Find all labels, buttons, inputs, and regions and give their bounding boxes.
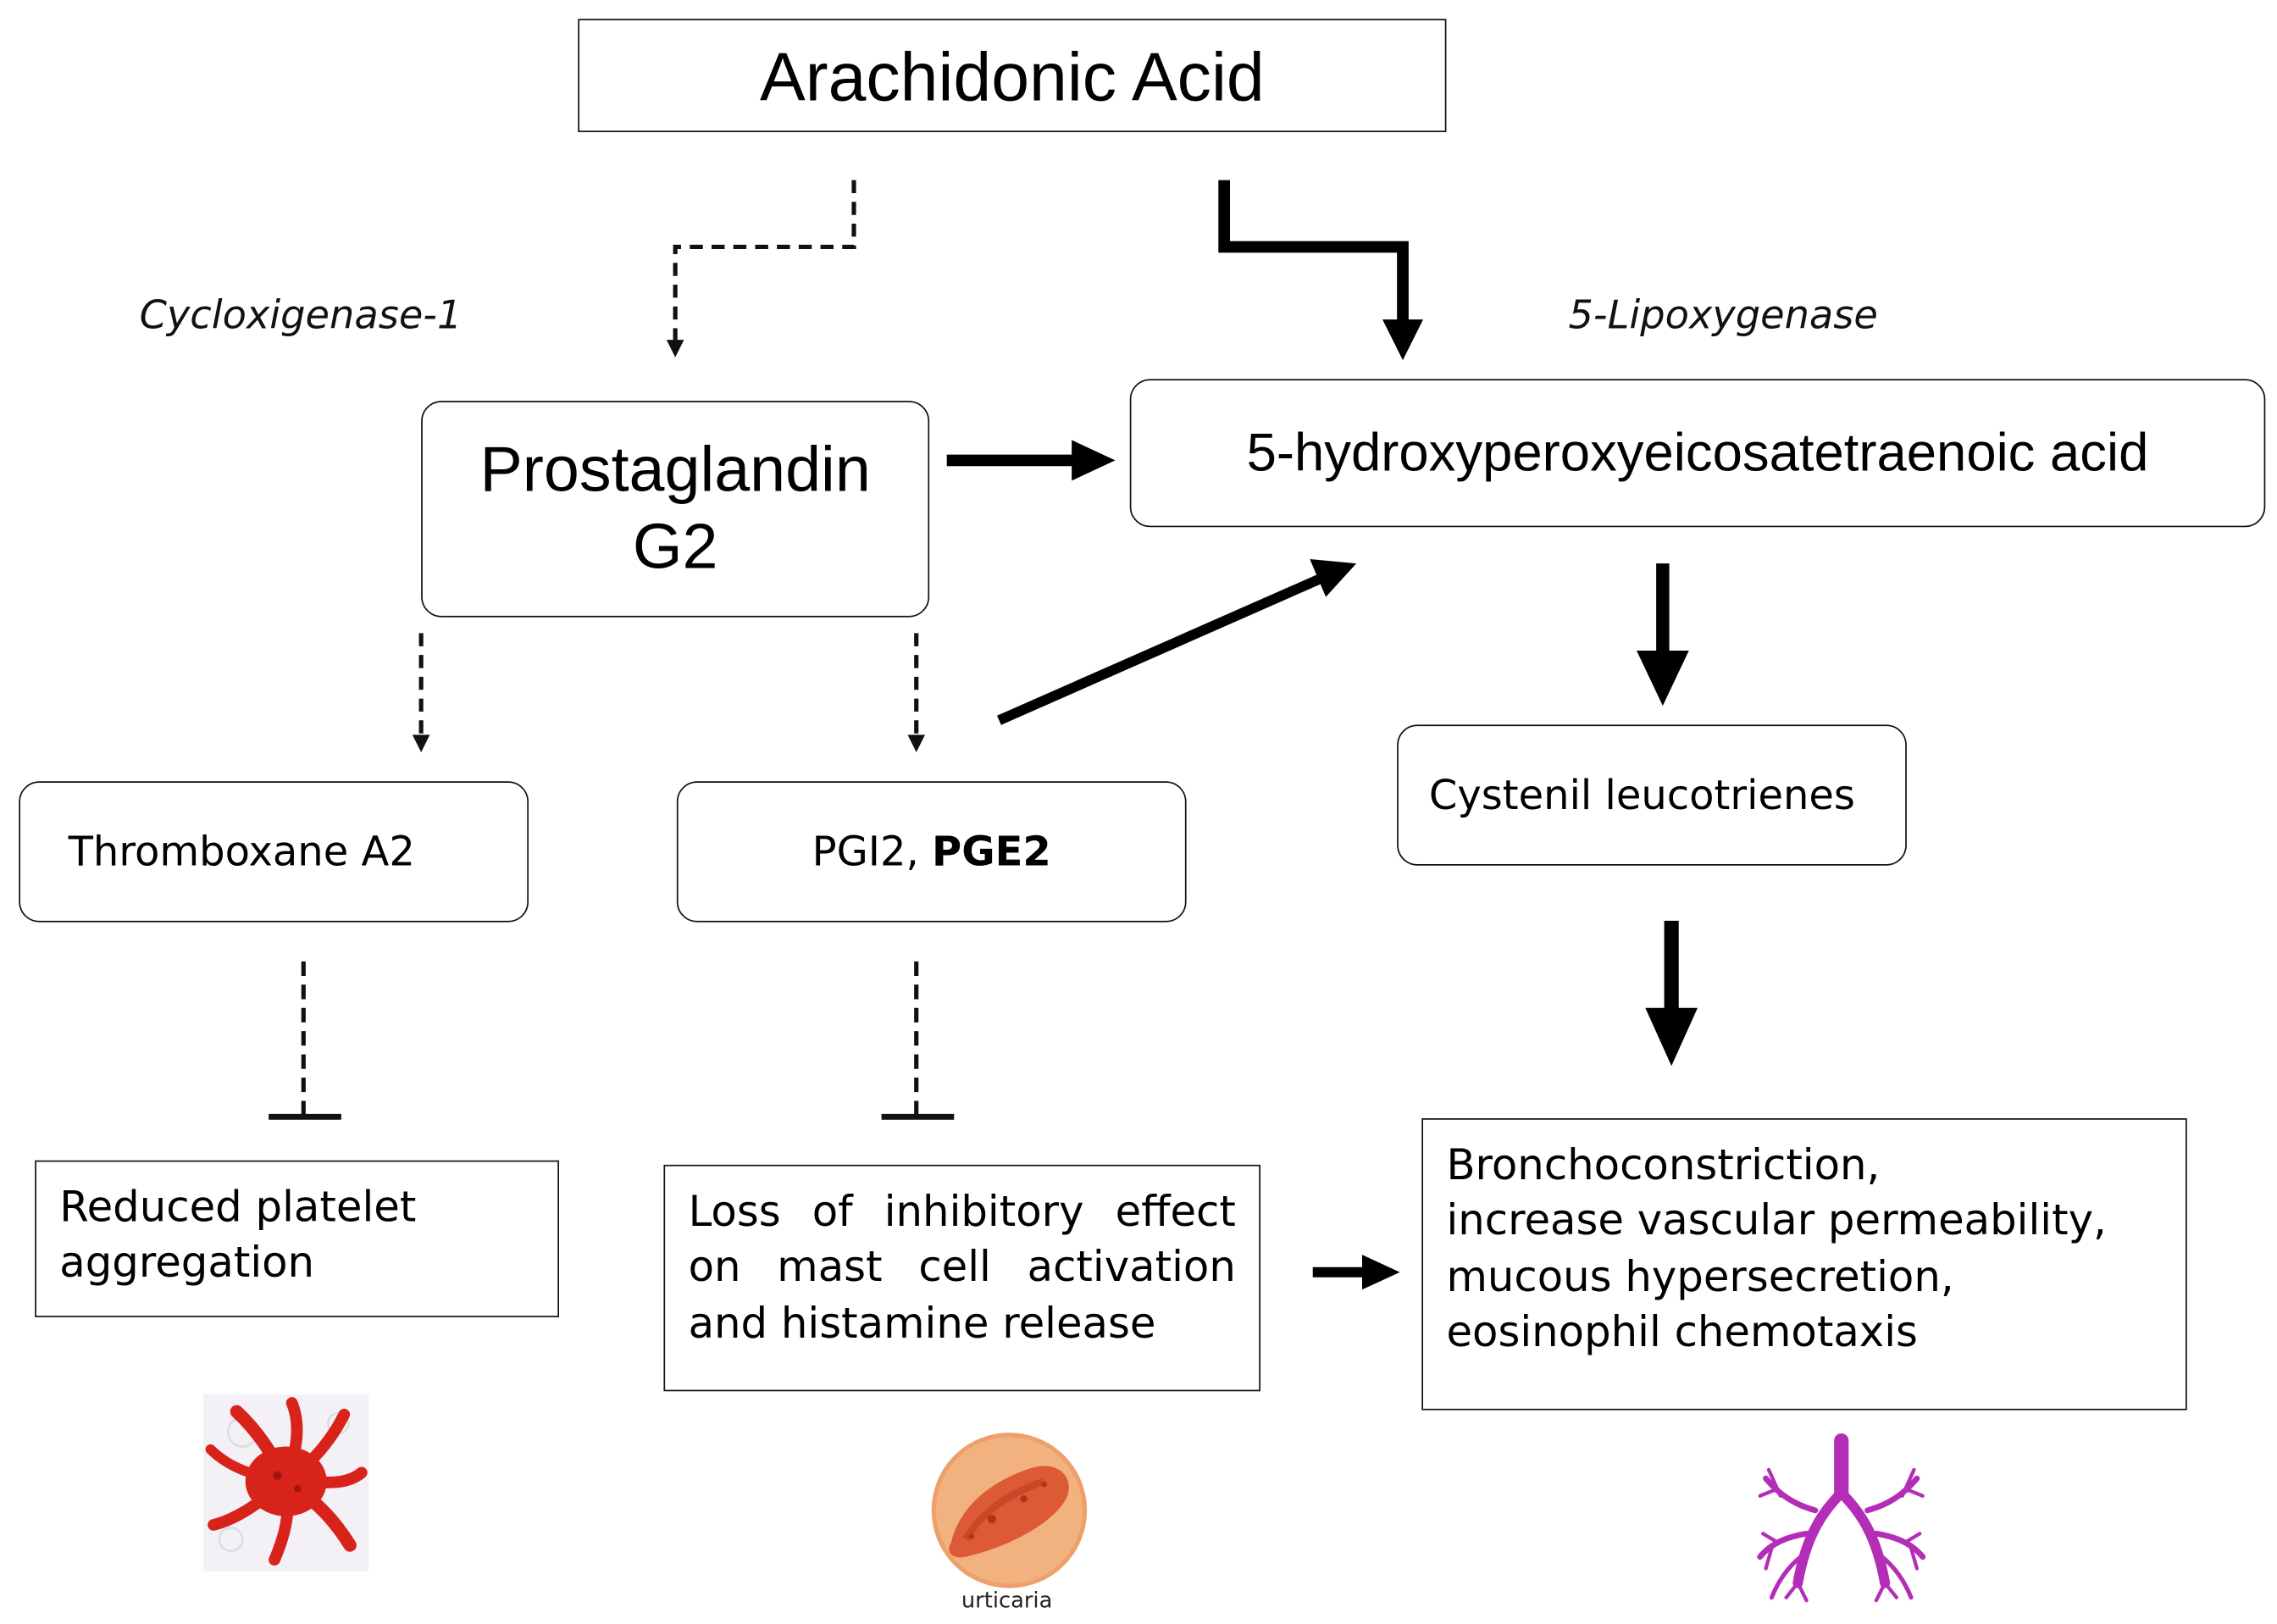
urticaria-caption: urticaria [961,1587,1053,1614]
inhibit-pge2-to-mast-cell [881,961,955,1120]
node-prostaglandin-g2: Prostaglandin G2 [421,401,930,618]
arrow-aa-to-pgg2 [666,180,856,358]
platelet-illustration [203,1394,369,1571]
effect-airway-responses: Bronchoconstriction, increase vascular p… [1421,1118,2187,1411]
arrow-pgg2-to-thromboxane [412,633,430,753]
effect-airway-line4: eosinophil chemotaxis [1446,1306,1918,1356]
node-cysteinyl-leukotrienes: Cystenil leucotrienes [1397,724,1907,866]
arrow-aa-to-hpete [1218,180,1424,361]
arrow-pge2-to-hpete [997,559,1357,725]
arrow-mast-cell-to-airway [1312,1255,1400,1290]
node-thromboxane-a2: Thromboxane A2 [19,781,529,923]
node-hpete: 5-hydroxyperoxyeicosatetraenoic acid [1129,379,2266,528]
enzyme-label-cox1: Cycloxigenase-1 [139,293,463,339]
inhibit-thromboxane-to-platelet [269,961,341,1120]
node-arachidonic-acid: Arachidonic Acid [578,19,1447,133]
node-cysteinyl-label: Cystenil leucotrienes [1428,771,1855,819]
effect-reduced-platelet-aggregation: Reduced platelet aggregation [35,1160,560,1317]
arrow-cysteinyl-to-airway [1645,920,1698,1067]
urticaria-illustration [931,1433,1088,1588]
arrow-pgg2-to-hpete [946,440,1116,481]
effect-airway-line2: increase vascular permeability, [1446,1195,2107,1245]
arrow-pgg2-to-pgi2 [907,633,926,753]
effect-mast-cell-line3: and histamine release [688,1297,1156,1348]
node-pgi2-pge2: PGI2, PGE2 [676,781,1187,923]
effect-platelet-line1: Reduced platelet [59,1182,417,1232]
node-hpete-label: 5-hydroxyperoxyeicosatetraenoic acid [1246,422,2149,483]
node-pge2-label: PGE2 [932,828,1051,876]
node-thromboxane-label: Thromboxane A2 [68,828,415,876]
node-pgi2-label: PGI2, [812,828,933,876]
effect-mast-cell-line1: Loss of inhibitory effect [688,1186,1236,1236]
bronchial-tree-illustration [1757,1433,1926,1603]
arrow-hpete-to-cysteinyl [1637,563,1689,707]
node-prostaglandin-label-line1: Prostaglandin [479,434,871,506]
effect-platelet-line2: aggregation [59,1238,315,1288]
effect-airway-line3: mucous hypersecretion, [1446,1250,1954,1301]
node-arachidonic-acid-label: Arachidonic Acid [760,36,1265,114]
effect-airway-line1: Bronchoconstriction, [1446,1139,1881,1190]
effect-mast-cell-line2: on mast cell activation [688,1242,1236,1292]
effect-mast-cell-activation: Loss of inhibitory effect on mast cell a… [663,1164,1261,1392]
node-prostaglandin-label-line2: G2 [632,510,718,582]
enzyme-label-5lox: 5-Lipoxygenase [1568,293,1878,339]
